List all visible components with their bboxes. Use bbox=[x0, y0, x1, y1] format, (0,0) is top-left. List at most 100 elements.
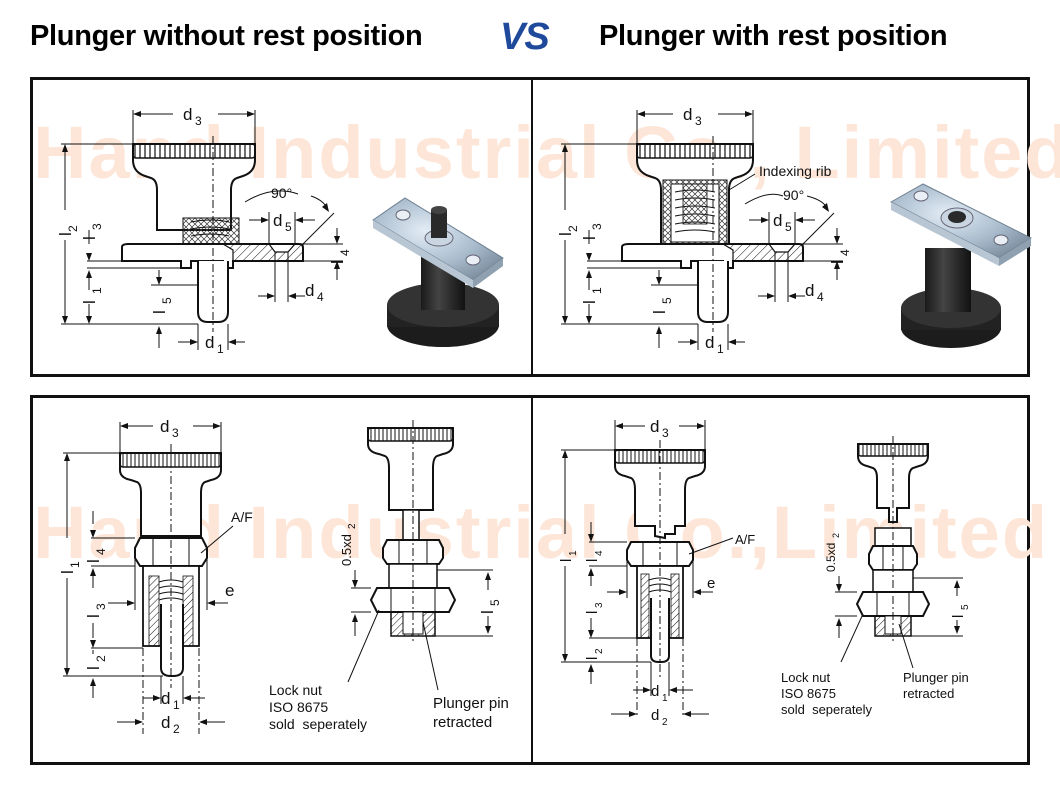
panel-divider bbox=[531, 398, 533, 762]
label-d3: d bbox=[160, 417, 169, 436]
svg-text:4: 4 bbox=[338, 249, 352, 256]
svg-text:3: 3 bbox=[172, 426, 179, 440]
vs-label: VS bbox=[500, 16, 550, 58]
plunger-pin-note: Plunger pin retracted bbox=[903, 670, 972, 701]
label-l4: l bbox=[584, 559, 601, 562]
drawing-with-rest-bottom-retracted: 0.5xd 2 l 5 Lock nut ISO 8675 sold seper… bbox=[781, 436, 972, 717]
label-l3: l bbox=[580, 236, 599, 240]
svg-text:1: 1 bbox=[717, 342, 724, 356]
label-half-d2: 0.5xd bbox=[339, 534, 354, 566]
svg-text:1: 1 bbox=[173, 698, 180, 712]
label-l1: l bbox=[58, 570, 77, 574]
svg-text:1: 1 bbox=[590, 287, 604, 294]
lock-nut-note: Lock nut ISO 8675 sold seperately bbox=[269, 682, 367, 732]
panel-divider bbox=[531, 80, 533, 374]
svg-text:2: 2 bbox=[347, 523, 358, 529]
drawing-without-rest-bottom-retracted: 0.5xd 2 l 5 Lock nut ISO 8675 sold seper… bbox=[269, 420, 513, 732]
indexing-rib-callout: Indexing rib bbox=[759, 163, 832, 179]
label-d1: d bbox=[161, 689, 170, 708]
svg-text:1: 1 bbox=[68, 561, 82, 568]
bottom-comparison-frame: Hand Industrial Co.,Limited bbox=[30, 395, 1047, 765]
top-drawings: d 3 l 2 l 3 l 1 l 5 bbox=[56, 105, 1033, 356]
label-d4: d bbox=[305, 281, 314, 300]
svg-text:3: 3 bbox=[662, 426, 669, 440]
svg-text:2: 2 bbox=[594, 648, 605, 654]
label-l1: l bbox=[580, 300, 599, 304]
svg-text:1: 1 bbox=[568, 550, 579, 556]
svg-text:4: 4 bbox=[594, 550, 605, 556]
svg-text:3: 3 bbox=[94, 603, 108, 610]
label-l5: l bbox=[150, 310, 169, 314]
label-l2: l bbox=[84, 666, 103, 670]
svg-text:4: 4 bbox=[317, 290, 324, 304]
svg-text:5: 5 bbox=[960, 604, 971, 610]
label-l2: l bbox=[56, 232, 75, 236]
label-l3: l bbox=[584, 611, 601, 614]
label-l2: l bbox=[556, 232, 575, 236]
product-photo-pin-extended bbox=[372, 197, 504, 347]
svg-text:3: 3 bbox=[195, 114, 202, 128]
label-d1: d bbox=[651, 683, 659, 700]
drawing-without-rest-top: d 3 l 2 l 3 l 1 l 5 bbox=[56, 105, 352, 356]
svg-text:2: 2 bbox=[566, 225, 580, 232]
svg-text:1: 1 bbox=[217, 342, 224, 356]
lock-nut-note: Lock nut ISO 8675 sold seperately bbox=[781, 670, 873, 717]
product-photo-pin-retracted bbox=[889, 183, 1033, 348]
bottom-drawings: d 3 A/F l 1 l 4 l 3 bbox=[58, 417, 972, 736]
svg-text:2: 2 bbox=[94, 655, 108, 662]
label-af: A/F bbox=[735, 532, 755, 547]
label-l4: l bbox=[84, 559, 103, 563]
svg-text:1: 1 bbox=[662, 693, 668, 704]
label-half-d2: 0.5xd bbox=[824, 543, 838, 572]
svg-text:2: 2 bbox=[66, 225, 80, 232]
label-d5: d bbox=[773, 211, 782, 230]
label-l4: l bbox=[828, 260, 847, 264]
svg-text:2: 2 bbox=[173, 722, 180, 736]
svg-text:1: 1 bbox=[90, 287, 104, 294]
svg-text:3: 3 bbox=[594, 602, 605, 608]
svg-text:5: 5 bbox=[660, 297, 674, 304]
drawing-with-rest-bottom-main: d 3 A/F l 1 l 4 l 3 l 2 e bbox=[558, 417, 755, 728]
svg-text:5: 5 bbox=[160, 297, 174, 304]
label-angle: 90° bbox=[783, 187, 804, 203]
label-l1: l bbox=[558, 559, 575, 562]
label-l5: l bbox=[478, 610, 497, 614]
svg-text:5: 5 bbox=[488, 599, 502, 606]
label-l2: l bbox=[584, 657, 601, 660]
title-without-rest-position: Plunger without rest position bbox=[30, 20, 423, 52]
label-l5: l bbox=[650, 310, 669, 314]
label-d3: d bbox=[650, 417, 659, 436]
svg-text:5: 5 bbox=[285, 220, 292, 234]
label-d2: d bbox=[161, 713, 170, 732]
svg-text:2: 2 bbox=[662, 717, 668, 728]
label-l3: l bbox=[80, 236, 99, 240]
svg-text:3: 3 bbox=[590, 223, 604, 230]
plunger-pin-note: Plunger pin retracted bbox=[433, 695, 513, 731]
drawing-with-rest-top: d 3 Indexing rib l 2 l 3 l 1 bbox=[556, 105, 852, 356]
label-d1: d bbox=[705, 333, 714, 352]
label-d4: d bbox=[805, 281, 814, 300]
label-d2: d bbox=[651, 707, 659, 724]
label-l5: l bbox=[950, 615, 967, 618]
svg-text:4: 4 bbox=[817, 290, 824, 304]
label-e: e bbox=[707, 575, 715, 592]
label-d3: d bbox=[683, 105, 692, 124]
label-d3: d bbox=[183, 105, 192, 124]
title-with-rest-position: Plunger with rest position bbox=[599, 20, 948, 52]
label-af: A/F bbox=[231, 509, 253, 525]
svg-text:3: 3 bbox=[695, 114, 702, 128]
label-l3: l bbox=[84, 614, 103, 618]
top-comparison-frame: Hand Industrial Co., Limited bbox=[30, 77, 1060, 377]
label-e: e bbox=[225, 581, 234, 600]
label-l1: l bbox=[80, 300, 99, 304]
drawing-without-rest-bottom-main: d 3 A/F l 1 l 4 l 3 bbox=[58, 417, 253, 736]
label-d5: d bbox=[273, 211, 282, 230]
svg-text:3: 3 bbox=[90, 223, 104, 230]
label-d1: d bbox=[205, 333, 214, 352]
svg-text:5: 5 bbox=[785, 220, 792, 234]
svg-text:4: 4 bbox=[94, 548, 108, 555]
svg-text:4: 4 bbox=[838, 249, 852, 256]
label-l4: l bbox=[328, 260, 347, 264]
svg-text:2: 2 bbox=[831, 533, 841, 538]
label-angle: 90° bbox=[271, 185, 292, 201]
